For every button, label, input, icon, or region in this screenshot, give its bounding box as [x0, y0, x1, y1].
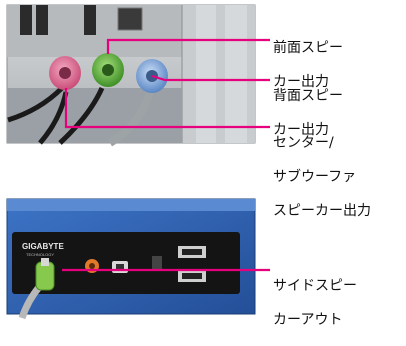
usb-port — [36, 5, 48, 35]
leader-lines — [62, 38, 270, 272]
grey-cable — [107, 90, 154, 147]
label-side-speaker: サイドスピー カーアウト — [273, 261, 357, 346]
label-center-subwoofer: センター/ サブウーファ スピーカー出力 — [273, 118, 371, 237]
leader-center — [64, 88, 270, 129]
label-line: サイドスピー — [273, 278, 357, 294]
usb-port — [84, 5, 96, 35]
label-line: カー出力 — [273, 122, 329, 138]
label-line: センター/ — [273, 135, 334, 151]
gigabyte-tagline: TECHNOLOGY — [26, 252, 54, 257]
label-line: 前面スピー — [273, 40, 343, 56]
label-line: スピーカー出力 — [273, 203, 371, 219]
small-port — [152, 256, 162, 270]
side-io-photo: GIGABYTE TECHNOLOGY — [6, 198, 256, 320]
green-plug — [35, 261, 55, 291]
label-front-speaker: 前面スピー カー出力 — [273, 23, 343, 108]
black-cable — [7, 86, 64, 123]
label-line: 背面スピー — [273, 88, 343, 104]
black-cable — [38, 91, 69, 145]
label-line: カー出力 — [273, 74, 329, 90]
label-line: サブウーファ — [273, 169, 357, 185]
rear-io-photo — [6, 4, 256, 147]
illustration: GIGABYTE TECHNOLOGY — [6, 4, 270, 320]
gigabyte-logo: GIGABYTE — [22, 242, 64, 251]
black-cable — [58, 86, 105, 145]
label-rear-speaker: 背面スピー カー出力 — [273, 71, 343, 156]
lan-port — [117, 7, 143, 31]
usb-port — [20, 5, 32, 35]
leader-front — [106, 38, 270, 54]
leader-rear — [151, 74, 270, 82]
